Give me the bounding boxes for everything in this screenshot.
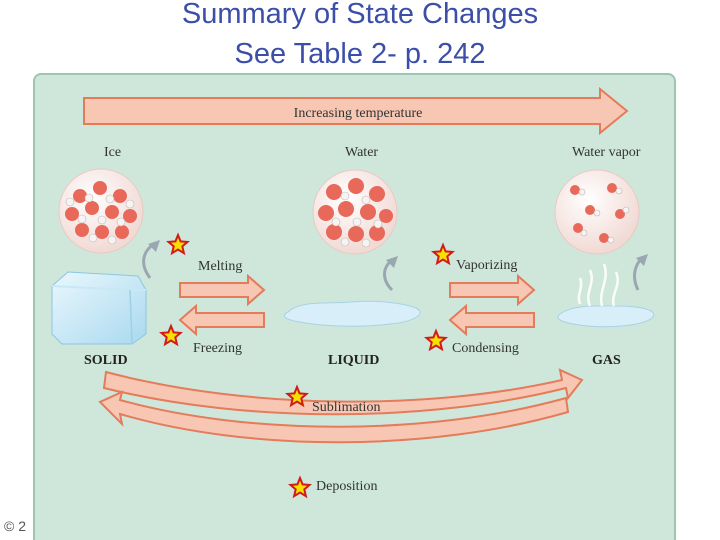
temperature-arrow-label: Increasing temperature	[294, 106, 423, 121]
star-marker-freezing	[159, 323, 183, 347]
phase-label-gas: GAS	[592, 353, 621, 368]
star-marker-melting	[166, 232, 190, 256]
melting-arrow	[179, 273, 266, 307]
slide-title: Summary of State Changes	[181, 0, 539, 30]
water-molecules	[312, 169, 398, 255]
process-label-vaporizing: Vaporizing	[456, 258, 517, 273]
ice-molecules	[58, 168, 144, 254]
vaporizing-arrow	[449, 273, 536, 307]
star-marker-condensing	[424, 328, 448, 352]
state-label-water-vapor: Water vapor	[572, 145, 641, 160]
phase-label-solid: SOLID	[84, 353, 128, 368]
state-label-water: Water	[345, 145, 378, 160]
temperature-arrow	[83, 86, 629, 136]
vapor-puddle-image	[557, 263, 655, 328]
process-label-melting: Melting	[198, 259, 242, 274]
process-label-freezing: Freezing	[193, 341, 242, 356]
sublimation-arrow	[102, 368, 584, 416]
process-label-deposition: Deposition	[316, 479, 377, 494]
process-label-sublimation: Sublimation	[312, 400, 380, 415]
condensing-arrow	[448, 303, 535, 337]
star-marker-deposition	[288, 475, 312, 499]
ice-cube-image	[51, 271, 147, 345]
water-puddle-image	[284, 300, 421, 327]
state-label-ice: Ice	[104, 145, 121, 160]
freezing-arrow	[178, 303, 265, 337]
deposition-arrow	[98, 390, 570, 444]
slide-subtitle: See Table 2- p. 242	[234, 38, 486, 70]
ice-zoom-arrow	[142, 242, 155, 279]
star-marker-sublimation	[285, 384, 309, 408]
process-label-condensing: Condensing	[452, 341, 519, 356]
water-vapor-molecules	[554, 169, 640, 255]
copyright-fragment: © 2	[4, 518, 26, 534]
star-marker-vaporizing	[431, 242, 455, 266]
phase-label-liquid: LIQUID	[328, 353, 379, 368]
